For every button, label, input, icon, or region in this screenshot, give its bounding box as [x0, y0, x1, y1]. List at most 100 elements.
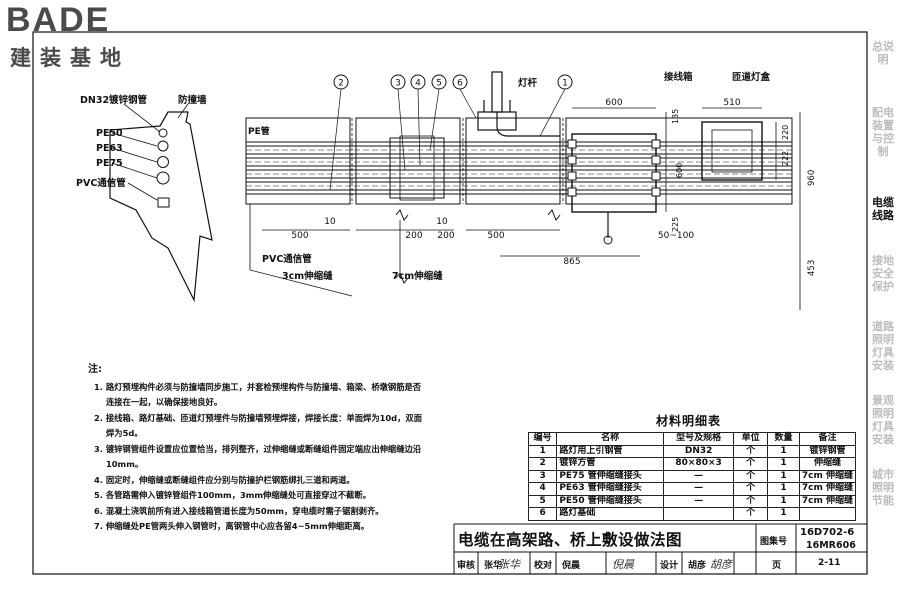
- materials-title: 材料明细表: [656, 414, 722, 428]
- wall-section: [109, 103, 213, 303]
- cell-unit: 个: [733, 494, 768, 508]
- col-no: 编号: [527, 432, 558, 446]
- label-exp3: 3cm伸缩缝: [282, 270, 333, 282]
- reviewer-signature: 张华: [498, 558, 520, 571]
- materials-table: 编号 名称 型号及规格 单位 数量 备注 1 路灯用上引钢管 DN32 个 1 …: [527, 432, 857, 521]
- cell-no: 4: [527, 482, 558, 496]
- callout-4: 4: [415, 79, 421, 89]
- col-name: 名称: [556, 432, 664, 446]
- cell-unit: 个: [733, 469, 768, 483]
- callout-5: 5: [436, 79, 442, 89]
- nav-item-grounding[interactable]: 接地安全保护: [872, 254, 894, 293]
- note-2: 2. 接线箱、路灯基础、匝道灯预埋件与防撞墙预埋焊接，焊接长度：单面焊为10d，…: [94, 412, 422, 439]
- title-block-grid: [453, 523, 867, 574]
- table-row: 1 路灯用上引钢管 DN32 个 1 镀锌钢管: [527, 444, 857, 458]
- cell-no: 5: [527, 494, 558, 508]
- cell-spec: —: [662, 482, 735, 496]
- dim-10a: 10: [324, 217, 336, 227]
- dim-225: 225: [671, 217, 680, 232]
- drawing-title: 电缆在高架路、桥上敷设做法图: [458, 531, 683, 549]
- brand-logo: BADE 建装基地: [6, 2, 156, 70]
- brand-subtitle: 建装基地: [10, 46, 130, 70]
- cell-name: PE75 管伸缩缝接头: [556, 469, 664, 483]
- dim-500a: 500: [291, 231, 308, 241]
- cell-remark: 7cm 伸缩缝: [798, 494, 857, 508]
- label-lamp-box: 匝道灯盒: [732, 71, 771, 83]
- dim-200b: 200: [437, 231, 454, 241]
- label-pe50: PE50: [96, 128, 123, 139]
- cell-qty: 1: [767, 494, 800, 508]
- page-label: 页: [772, 561, 782, 571]
- label-pe63: PE63: [96, 143, 123, 154]
- label-pe75: PE75: [96, 158, 123, 169]
- col-spec: 型号及规格: [662, 432, 735, 446]
- cell-qty: 1: [767, 457, 800, 471]
- atlas-number-1: 16D702-6: [800, 527, 855, 538]
- dim-222: 222: [781, 151, 790, 166]
- col-qty: 数量: [767, 432, 800, 446]
- cell-spec: [662, 507, 735, 521]
- note-7: 7. 伸缩缝处PE管两头伸入钢管时，离钢管中心应各留4~5mm伸缩距离。: [94, 521, 370, 531]
- nav-item-landscape[interactable]: 景观照明灯具安装: [872, 394, 894, 446]
- label-dn32: DN32镀锌钢管: [80, 94, 148, 106]
- cell-unit: 个: [733, 482, 768, 496]
- notes-title: 注:: [88, 364, 102, 375]
- pipe-run-plan: [245, 71, 793, 284]
- nav-item-general[interactable]: 总说明: [872, 40, 894, 66]
- nav-item-distribution[interactable]: 配电装置与控制: [872, 106, 894, 158]
- dim-200a: 200: [405, 231, 422, 241]
- cell-unit: 个: [733, 507, 768, 521]
- dim-135: 135: [671, 109, 680, 124]
- cell-name: 路灯基础: [556, 507, 664, 521]
- nav-item-road-lighting[interactable]: 道路照明灯具安装: [872, 320, 894, 372]
- dim-865: 865: [563, 257, 580, 267]
- cell-spec: DN32: [662, 444, 735, 458]
- label-pe-pipe: PE管: [248, 125, 270, 137]
- note-5: 5. 各管路需伸入镀锌管组件100mm，3mm伸缩缝处可直接穿过不截断。: [94, 490, 371, 500]
- cell-qty: 1: [767, 482, 800, 496]
- checker-name: 倪晨: [562, 561, 581, 571]
- cell-no: 3: [527, 469, 558, 483]
- notes-block: 注: 1. 路灯预埋构件必须与防撞墙同步施工，并套检预埋构件与防撞墙、箱梁、桥墩…: [88, 362, 428, 535]
- cell-qty: 1: [767, 444, 800, 458]
- checker-signature: 倪晨: [612, 558, 634, 571]
- atlas-label: 图集号: [760, 537, 788, 547]
- cell-no: 1: [527, 444, 558, 458]
- dim-960: 960: [807, 170, 817, 186]
- cell-name: 镀锌方管: [556, 457, 664, 471]
- callout-markers: [329, 74, 573, 191]
- reviewer-name: 张华: [484, 561, 503, 571]
- note-6: 6. 混凝土浇筑前所有进入接线箱管道长度为50mm，穿电缆时需子锯割剥齐。: [94, 505, 384, 516]
- dim-500b: 500: [487, 231, 504, 241]
- designer-signature: 胡彦: [710, 558, 732, 571]
- label-pvc-left: PVC通信管: [76, 177, 126, 189]
- cell-no: 2: [527, 457, 558, 471]
- nav-item-energy[interactable]: 城市照明节能: [872, 468, 894, 507]
- side-nav: 总说明 配电装置与控制 电缆线路 接地安全保护 道路照明灯具安装 景观照明灯具安…: [866, 28, 900, 548]
- cell-qty: 1: [767, 507, 800, 521]
- label-exp7: 7cm伸缩缝: [392, 270, 443, 282]
- table-row: 3 PE75 管伸缩缝接头 — 个 1 7cm 伸缩缝: [527, 469, 857, 483]
- cell-remark: 镀锌钢管: [798, 444, 857, 458]
- cell-no: 6: [527, 507, 558, 521]
- cell-qty: 1: [767, 469, 800, 483]
- materials-header-row: 编号 名称 型号及规格 单位 数量 备注: [527, 432, 857, 446]
- nav-item-cable[interactable]: 电缆线路: [872, 196, 894, 222]
- designer-name: 胡彦: [688, 561, 707, 571]
- label-lamp-post: 灯杆: [518, 77, 538, 89]
- table-row: 4 PE63 管伸缩缝接头 — 个 1 7cm 伸缩缝: [527, 482, 857, 496]
- callout-3: 3: [395, 79, 401, 89]
- cell-spec: 80×80×3: [662, 457, 735, 471]
- cell-spec: —: [662, 469, 735, 483]
- dim-600v: 600: [675, 163, 684, 178]
- note-3: 3. 镀锌钢管组件设置应位置恰当，排列整齐，过伸缩缝或断缝组件固定端应出伸缩缝边…: [94, 443, 422, 470]
- check-label: 校对: [534, 561, 553, 571]
- dim-50-100: 50~100: [658, 231, 694, 241]
- table-row: 5 PE50 管伸缩缝接头 — 个 1 7cm 伸缩缝: [527, 494, 857, 508]
- page-number: 2-11: [818, 558, 841, 568]
- dimension-lines: [249, 107, 801, 310]
- label-pvc-bottom: PVC通信管: [262, 253, 312, 265]
- cell-name: PE50 管伸缩缝接头: [556, 494, 664, 508]
